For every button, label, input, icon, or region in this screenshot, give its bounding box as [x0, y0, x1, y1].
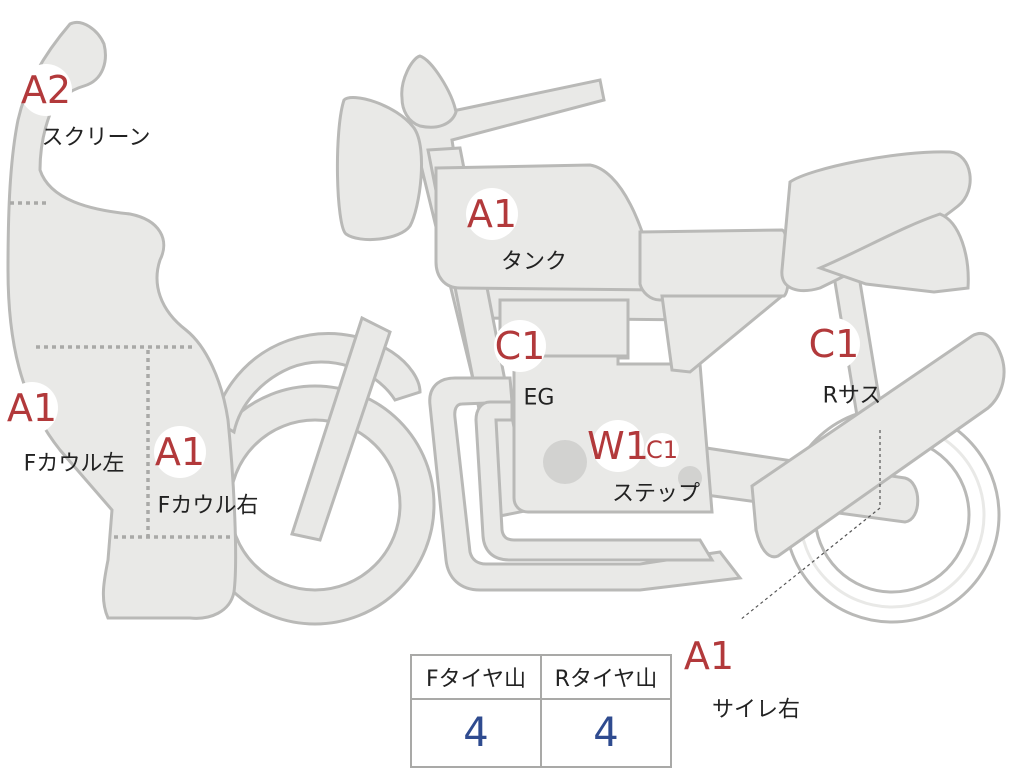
- rear-tire-header: Rタイヤ山: [540, 654, 672, 700]
- side-cover: [638, 228, 791, 302]
- marker-step: W1: [587, 420, 649, 472]
- label-engine: EG: [524, 386, 555, 411]
- code-muffler-right: A1: [684, 634, 734, 678]
- front-tire-value: 4: [410, 698, 542, 768]
- code-tank: A1: [467, 192, 517, 236]
- label-muffler-right: サイレ右: [712, 698, 800, 723]
- rear-cowl: [815, 212, 970, 294]
- tire-tread-table: Fタイヤ山 Rタイヤ山 4 4: [410, 654, 672, 768]
- rear-tire-value: 4: [540, 698, 672, 768]
- muffler: [750, 332, 1006, 559]
- label-rear-suspension: Rサス: [823, 384, 882, 409]
- marker-screen: A2: [20, 64, 72, 116]
- marker-step-secondary: C1: [645, 433, 679, 467]
- front-tire-header: Fタイヤ山: [410, 654, 542, 700]
- engine-cover-right: [678, 466, 702, 490]
- code-engine: C1: [495, 324, 546, 368]
- seat: [780, 150, 972, 293]
- exhaust-pipe-outer: [428, 376, 743, 592]
- code-step-secondary: C1: [646, 436, 678, 464]
- label-step: ステップ: [612, 482, 700, 507]
- marker-cowl-left: A1: [6, 382, 58, 434]
- code-cowl-right: A1: [155, 430, 205, 474]
- code-step: W1: [587, 424, 649, 468]
- code-cowl-left: A1: [7, 386, 57, 430]
- headlight: [335, 96, 424, 241]
- code-screen: A2: [21, 68, 71, 112]
- front-fork: [290, 315, 392, 542]
- marker-muffler-right: A1: [683, 630, 735, 682]
- marker-cowl-right: A1: [154, 426, 206, 478]
- tire-table-header-row: Fタイヤ山 Rタイヤ山: [410, 654, 672, 700]
- marker-engine: C1: [494, 320, 546, 372]
- exhaust-pipe-inner: [474, 400, 715, 562]
- engine-cover-left: [543, 440, 587, 484]
- marker-rear-suspension: C1: [808, 318, 860, 370]
- label-tank: タンク: [501, 250, 567, 275]
- label-cowl-right: Fカウル右: [158, 494, 259, 519]
- side-panel-lower: [660, 294, 787, 374]
- handlebar-grip: [400, 54, 458, 129]
- code-rear-suspension: C1: [809, 322, 860, 366]
- leader-line: [739, 430, 881, 621]
- label-cowl-left: Fカウル左: [24, 452, 125, 477]
- tire-table-value-row: 4 4: [410, 698, 672, 768]
- label-screen: スクリーン: [42, 126, 151, 151]
- marker-tank: A1: [466, 188, 518, 240]
